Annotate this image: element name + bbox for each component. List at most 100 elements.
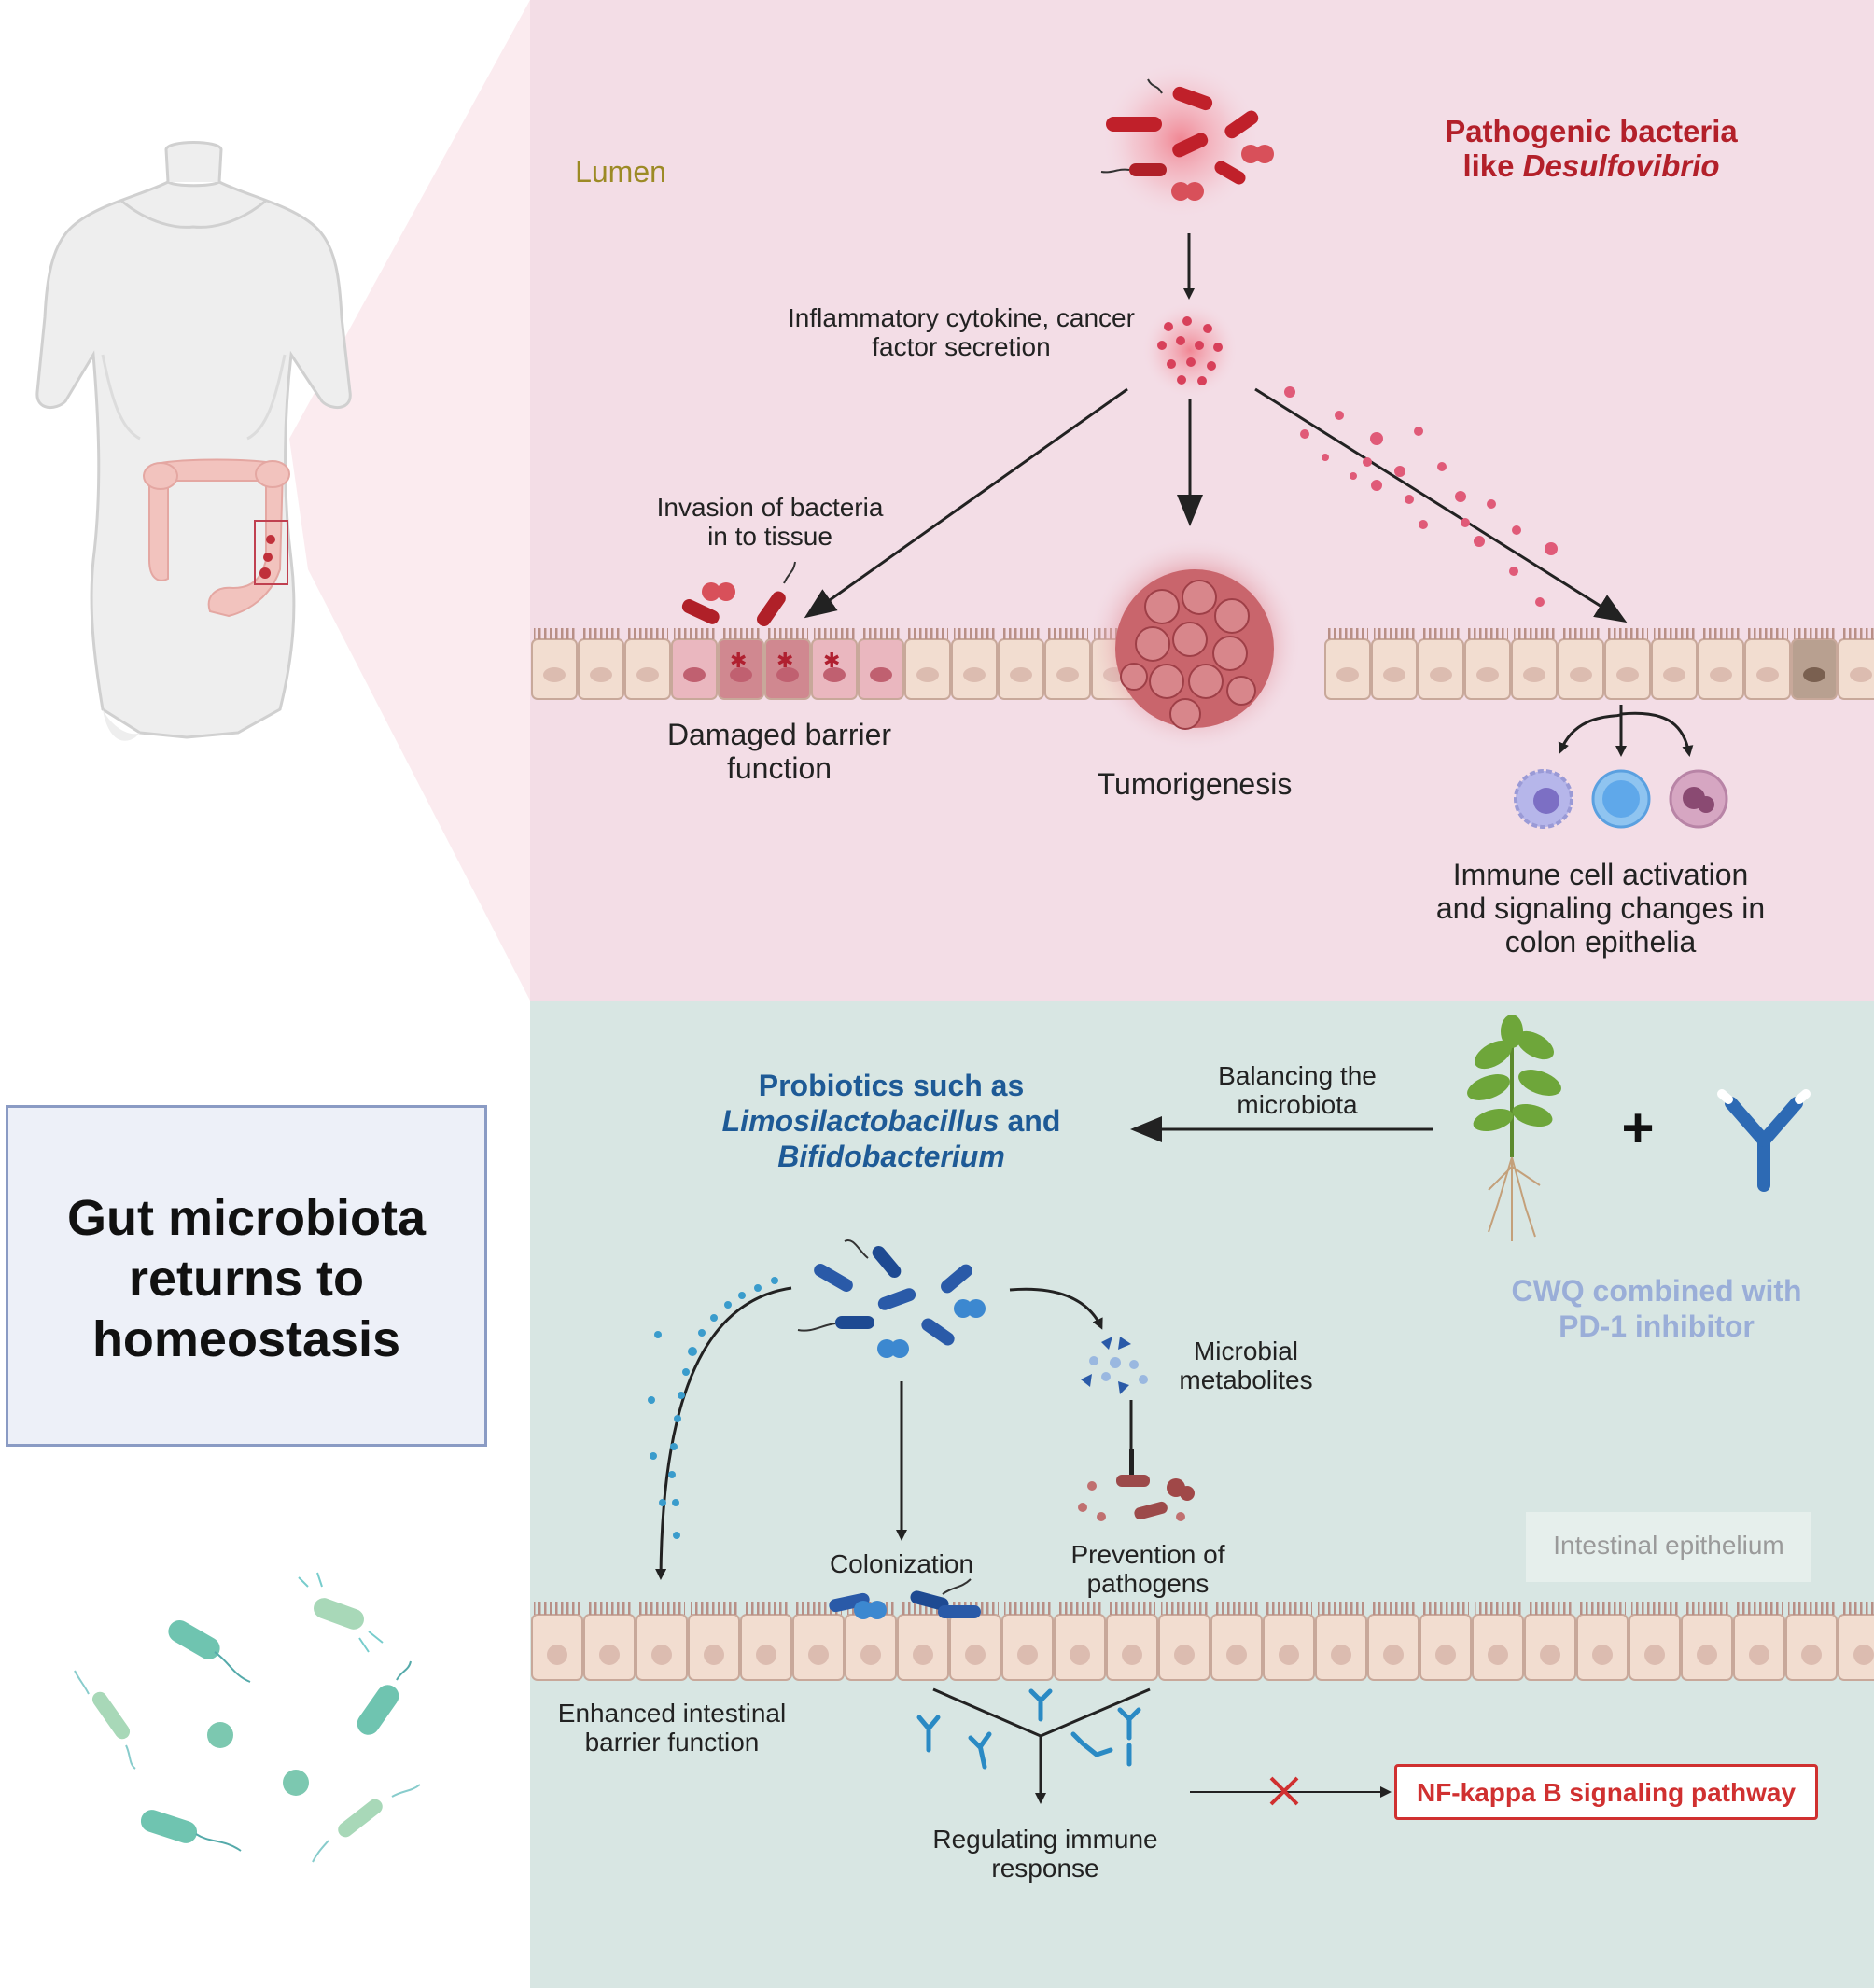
pathogen-title-line1: Pathogenic bacteria — [1445, 114, 1738, 148]
epithelial-cell — [1576, 1602, 1629, 1681]
immune-line1: Immune cell activation — [1452, 858, 1749, 891]
intestinal-epithelium-tag: Intestinal epithelium — [1526, 1512, 1811, 1582]
cytokine-label: Inflammatory cytokine, cancer factor sec… — [765, 303, 1157, 362]
epithelial-cell — [792, 1602, 845, 1681]
epithelial-cell — [1681, 1602, 1733, 1681]
cytokine-line2: factor secretion — [872, 332, 1051, 362]
pd1-antibody-icon — [1717, 1089, 1811, 1192]
immune-line3: colon epithelia — [1504, 924, 1697, 959]
plant-herb-icon — [1467, 1015, 1561, 1241]
microbial-metabolites-label: Microbial metabolites — [1157, 1337, 1335, 1395]
invasion-label: Invasion of bacteria in to tissue — [635, 493, 905, 552]
regulating-line1: Regulating immune — [932, 1825, 1158, 1854]
pathogen-title-italic: Desulfovibrio — [1522, 147, 1720, 183]
damaged-barrier-label: Damaged barrier function — [635, 718, 924, 786]
bottom-panel-background — [530, 1001, 1874, 1988]
tumor-illustration — [1087, 537, 1302, 751]
epithelial-cell — [1733, 1602, 1785, 1681]
epithelial-cell — [1838, 1602, 1874, 1681]
epithelial-cell — [1418, 628, 1464, 700]
damaged-line1: Damaged barrier — [666, 718, 892, 751]
epithelial-cell — [1744, 628, 1791, 700]
svg-text:✱: ✱ — [823, 650, 840, 673]
prevented-pathogens-icon — [1078, 1475, 1195, 1521]
epithelial-cell — [740, 1602, 792, 1681]
metabolites-line1: Microbial — [1193, 1337, 1299, 1365]
microbial-metabolites-icon — [1081, 1337, 1148, 1394]
invasion-line2: in to tissue — [707, 522, 832, 552]
cwq-line2: PD-1 inhibitor — [1559, 1309, 1755, 1343]
svg-text:✱: ✱ — [776, 650, 793, 673]
colonization-label: Colonization — [829, 1549, 974, 1578]
balancing-line1: Balancing the — [1218, 1061, 1377, 1090]
immune-cell-granulocyte — [1669, 769, 1728, 829]
pathogen-title: Pathogenic bacteria like Desulfovibrio — [1409, 114, 1773, 184]
epithelial-cell — [1604, 628, 1651, 700]
epithelial-cell — [1791, 628, 1838, 700]
epithelial-cell — [1472, 1602, 1524, 1681]
zoom-wedge — [289, 0, 530, 1001]
cytokine-spray-dots — [1284, 386, 1558, 607]
gut-box-line1: Gut microbiota — [66, 1190, 426, 1246]
metabolites-line2: metabolites — [1179, 1365, 1313, 1395]
lumen-label: Lumen — [575, 155, 666, 189]
prevention-line2: pathogens — [1086, 1569, 1210, 1599]
epithelial-cell — [1315, 1602, 1367, 1681]
enhanced-barrier-label: Enhanced intestinal barrier function — [532, 1699, 812, 1757]
epithelial-cell: ✱ — [811, 628, 858, 700]
immune-line2: and signaling changes in — [1435, 890, 1766, 925]
epithelial-cell — [998, 628, 1044, 700]
colon-illustration — [143, 458, 290, 618]
epithelial-cell — [1651, 628, 1698, 700]
epithelial-cell — [636, 1602, 688, 1681]
svg-text:✱: ✱ — [730, 650, 747, 673]
epithelial-cell — [1054, 1602, 1106, 1681]
epithelial-cell — [1210, 1602, 1263, 1681]
epithelial-cell — [671, 628, 718, 700]
gut-bacteria-illustration — [74, 1572, 421, 1863]
probiotics-italic1: Limosilactobacillus — [721, 1103, 1000, 1138]
immune-activation-label: Immune cell activation and signaling cha… — [1400, 858, 1801, 959]
regulating-line2: response — [991, 1854, 1099, 1883]
invasion-line1: Invasion of bacteria — [656, 493, 884, 522]
epithelial-cell — [1838, 628, 1874, 700]
immune-response-arrows — [932, 1687, 1151, 1804]
cytokine-dots — [1141, 301, 1238, 399]
enhanced-line1: Enhanced intestinal — [557, 1699, 787, 1728]
epithelial-cell — [531, 1602, 583, 1681]
intestinal-epithelium-label: Intestinal epithelium — [1553, 1531, 1784, 1560]
tumorigenesis-label: Tumorigenesis — [1097, 767, 1293, 801]
epithelial-cell — [1158, 1602, 1210, 1681]
epithelial-cell — [578, 628, 624, 700]
cwq-line1: CWQ combined with — [1511, 1274, 1802, 1308]
epithelial-cell — [531, 628, 578, 700]
antibody-cluster — [916, 1688, 1141, 1770]
epithelial-cell — [1464, 628, 1511, 700]
epithelial-cell — [1511, 628, 1558, 700]
epithelial-cell — [624, 628, 671, 700]
epithelial-cell — [688, 1602, 740, 1681]
colon-highlight-box — [254, 520, 288, 585]
cwq-label: CWQ combined with PD-1 inhibitor — [1493, 1274, 1820, 1345]
epithelial-cell — [1001, 1602, 1054, 1681]
epithelial-cell: ✱ — [718, 628, 764, 700]
prevention-line1: Prevention of — [1070, 1540, 1225, 1569]
probiotics-line1: Probiotics such as — [758, 1069, 1025, 1102]
probiotic-bacteria-cluster — [797, 1239, 986, 1358]
gut-box-line3: homeostasis — [91, 1310, 401, 1367]
nfkb-label: NF-kappa B signaling pathway — [1416, 1778, 1797, 1807]
epithelial-cell — [904, 628, 951, 700]
epithelial-cell: ✱ — [764, 628, 811, 700]
nfkb-pathway-box: NF-kappa B signaling pathway — [1394, 1764, 1818, 1820]
epithelial-cell — [1785, 1602, 1838, 1681]
cytokine-line1: Inflammatory cytokine, cancer — [788, 303, 1135, 332]
epithelial-cell — [1629, 1602, 1681, 1681]
colonizing-bacteria — [829, 1578, 981, 1619]
gut-box-title: Gut microbiota returns to homeostasis — [8, 1188, 484, 1369]
immune-branch-arrows — [1558, 705, 1694, 757]
plus-sign: + — [1621, 1097, 1655, 1159]
epithelial-cell — [1558, 628, 1604, 700]
probiotics-and: and — [999, 1103, 1061, 1138]
epithelial-cell — [1044, 628, 1091, 700]
